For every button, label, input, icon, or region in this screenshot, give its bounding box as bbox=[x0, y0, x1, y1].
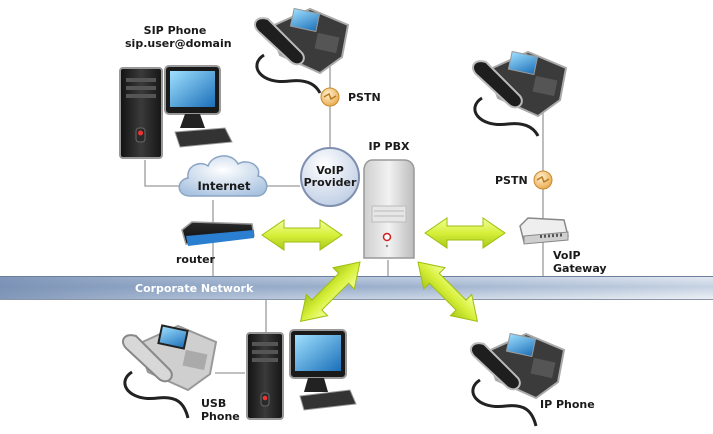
line-sip-to-internet bbox=[144, 160, 190, 187]
right-desk-phone-icon bbox=[471, 50, 568, 137]
pstn-right-connector-icon bbox=[533, 170, 553, 190]
arrow-router-pbx bbox=[261, 219, 343, 251]
voip-provider-line1: VoIP bbox=[316, 164, 344, 177]
voip-provider-badge-icon bbox=[300, 147, 360, 207]
arrow-pbx-gateway bbox=[424, 217, 506, 249]
usb-phone-label: USB Phone bbox=[201, 397, 240, 423]
pstn-top-connector-icon bbox=[320, 87, 340, 107]
pstn-right-label: PSTN bbox=[495, 174, 528, 187]
usb-computer-icon bbox=[246, 329, 357, 420]
voip-gateway-device-icon bbox=[519, 217, 569, 245]
voip-gateway-line1: VoIP bbox=[553, 249, 581, 262]
ip-pbx-label: IP PBX bbox=[368, 140, 410, 153]
voip-provider-label: VoIP Provider bbox=[301, 165, 359, 189]
sip-phone-title: SIP Phone bbox=[143, 24, 207, 37]
voip-provider-line2: Provider bbox=[303, 176, 357, 189]
ip-phone-label: IP Phone bbox=[540, 398, 595, 411]
sip-phone-label: SIP Phone sip.user@domain bbox=[125, 24, 232, 50]
pstn-top-label: PSTN bbox=[348, 91, 381, 104]
ip-desk-phone-icon bbox=[469, 332, 566, 427]
top-desk-phone-icon bbox=[253, 7, 350, 94]
usb-phone-line2: Phone bbox=[201, 410, 240, 423]
usb-desk-phone-icon bbox=[121, 324, 218, 419]
corporate-network-bar bbox=[0, 276, 713, 300]
internet-label: Internet bbox=[197, 179, 251, 193]
ip-pbx-server-icon bbox=[363, 159, 415, 259]
router-label: router bbox=[176, 253, 215, 266]
usb-phone-line1: USB bbox=[201, 397, 227, 410]
internet-cloud-icon bbox=[178, 155, 268, 197]
sip-phone-computer-icon bbox=[119, 65, 233, 159]
sip-phone-address: sip.user@domain bbox=[125, 37, 232, 50]
voip-gateway-line2: Gateway bbox=[553, 262, 607, 275]
voip-gateway-label: VoIP Gateway bbox=[553, 249, 607, 275]
router-device-icon bbox=[181, 221, 255, 246]
corporate-network-label: Corporate Network bbox=[135, 282, 254, 295]
